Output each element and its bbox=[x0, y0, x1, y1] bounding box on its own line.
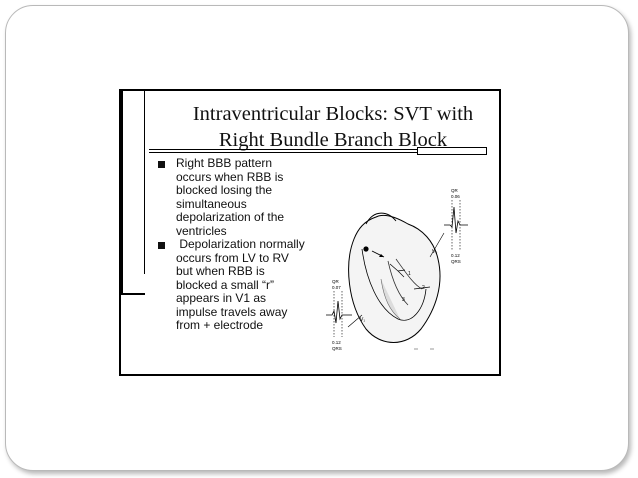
left-accent-line bbox=[144, 91, 145, 274]
bullet-text-line: occurs from LV to RV bbox=[176, 250, 289, 265]
bullet-text-line: blocked a small “r” bbox=[176, 277, 275, 292]
slide-title-line-2: Right Bundle Branch Block bbox=[218, 129, 448, 151]
qrs-left-label: QRS bbox=[332, 346, 342, 351]
heart-illustration: 1 2 3 V₆ V₁ bbox=[347, 212, 445, 343]
bullet-text-line: blocked losing the bbox=[176, 183, 273, 197]
pathway-label-1: 1 bbox=[408, 271, 411, 277]
bullet-text-line: Right BBB pattern bbox=[176, 156, 273, 170]
pathway-label-3: 3 bbox=[402, 297, 405, 303]
v1-lead-label: V₁ bbox=[360, 317, 365, 323]
bullet-text-line: simultaneous bbox=[176, 196, 247, 211]
v1-ecg-complex: QR 0.07 0.12 QRS bbox=[326, 279, 352, 351]
square-bullet-icon bbox=[158, 242, 165, 249]
bullet-text-line: occurs when RBB is bbox=[176, 169, 284, 184]
left-accent-bar bbox=[121, 91, 123, 293]
v6-lead-label: V₆ bbox=[432, 249, 437, 255]
bullet-text-line: depolarization of the bbox=[176, 210, 285, 224]
v6-ecg-complex: QR 0.06 0.12 QRS bbox=[444, 188, 468, 264]
bullet-text-line: but when RBB is bbox=[176, 264, 265, 278]
slide-content: Intraventricular Blocks: SVT with Right … bbox=[119, 89, 501, 376]
bullet-item: Right BBB pattern occurs when RBB is blo… bbox=[155, 156, 325, 238]
bullet-text-line: impulse travels away bbox=[176, 304, 288, 319]
bullet-text-line: from + electrode bbox=[176, 318, 264, 332]
slide-title-line-1: Intraventricular Blocks: SVT with bbox=[192, 103, 474, 125]
qr-top-label: QR bbox=[451, 188, 459, 193]
bullet-item: Depolarization normally occurs from LV t… bbox=[155, 237, 325, 333]
qrs-left-value: 0.12 bbox=[332, 340, 341, 345]
pathway-label-2: 2 bbox=[422, 285, 425, 291]
bullet-text-line: ventricles bbox=[176, 223, 227, 238]
bullet-text-line: appears in V1 as bbox=[176, 291, 267, 305]
title-underline bbox=[149, 149, 485, 153]
slide-title: Intraventricular Blocks: SVT with Right … bbox=[167, 101, 499, 153]
qrs-top-value: 0.12 bbox=[451, 253, 460, 258]
qr-left-label: QR bbox=[332, 279, 340, 284]
bullet-list: Right BBB pattern occurs when RBB is blo… bbox=[155, 156, 325, 333]
title-underline-end bbox=[417, 147, 487, 155]
left-accent-tick bbox=[121, 293, 145, 295]
heart-conduction-diagram: QR 0.06 0.12 QRS 1 2 3 V₆ bbox=[326, 188, 468, 351]
bullet-text-line: Depolarization normally bbox=[176, 237, 305, 251]
square-bullet-icon bbox=[158, 161, 165, 168]
qr-left-value: 0.07 bbox=[332, 285, 341, 290]
qr-top-value: 0.06 bbox=[451, 194, 460, 199]
qrs-top-label: QRS bbox=[451, 259, 461, 264]
